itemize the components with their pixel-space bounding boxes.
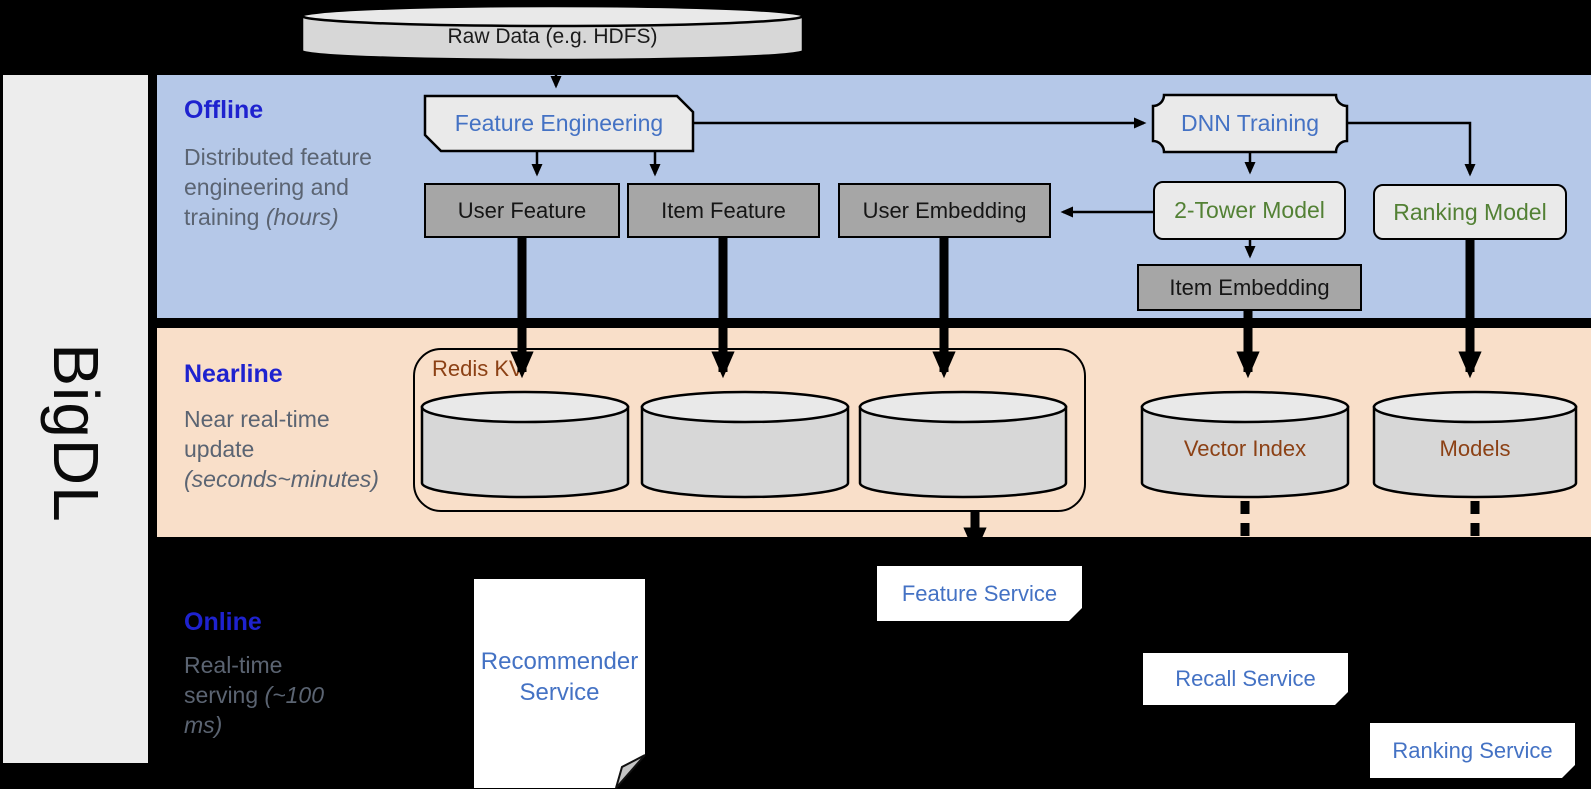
online-title: Online	[184, 608, 262, 636]
folded-corner-icon	[1562, 765, 1575, 778]
item-feature-label: Item Feature	[661, 197, 786, 223]
raw-data-label: Raw Data (e.g. HDFS)	[447, 25, 658, 48]
offline-description: Distributed feature engineering and trai…	[184, 142, 374, 232]
vector-index-store: Vector Index	[1140, 390, 1350, 500]
online-description-text: Real-time serving	[184, 652, 283, 708]
cylinder-icon	[300, 4, 805, 62]
feature-service-node: Feature Service	[877, 566, 1082, 621]
nearline-duration-note: (seconds~minutes)	[184, 466, 379, 492]
recall-service-label: Recall Service	[1175, 666, 1316, 691]
two-tower-model-label: 2-Tower Model	[1174, 197, 1325, 223]
online-description: Real-time serving (~100 ms)	[184, 650, 344, 740]
online-duration-note: (~100 ms)	[184, 682, 325, 738]
folded-corner-icon	[1335, 692, 1348, 705]
nearline-description-text: Near real-time update	[184, 406, 330, 462]
recommender-service-node: Recommender Service	[473, 578, 646, 789]
ranking-service-node: Ranking Service	[1370, 723, 1575, 778]
user-feature-label: User Feature	[457, 197, 587, 223]
plaque-shape-icon	[1151, 93, 1349, 154]
cylinder-icon	[1140, 390, 1350, 499]
feature-engineering-node: Feature Engineering	[423, 94, 695, 153]
item-embedding-node: Item Embedding	[1137, 264, 1362, 311]
nearline-description: Near real-time update (seconds~minutes)	[184, 404, 394, 494]
ranking-model-node: Ranking Model	[1373, 184, 1567, 240]
recall-service-node: Recall Service	[1143, 653, 1348, 705]
two-tower-model-node: 2-Tower Model	[1153, 181, 1346, 240]
cylinder-icon	[858, 390, 1068, 499]
offline-description-text: Distributed feature engineering and trai…	[184, 144, 372, 230]
redis-kv-label: Redis KV	[432, 356, 524, 381]
ranking-service-label: Ranking Service	[1392, 737, 1553, 763]
feature-engineering-label: Feature Engineering	[454, 110, 664, 136]
cylinder-icon	[1372, 390, 1578, 499]
raw-data-store: Raw Data (e.g. HDFS)	[300, 4, 805, 62]
redis-shard-cylinder	[858, 390, 1068, 500]
brand-rail: BigDL	[3, 75, 148, 763]
item-feature-node: Item Feature	[627, 183, 820, 238]
vector-index-label: Vector Index	[1183, 436, 1307, 461]
nearline-title: Nearline	[184, 360, 283, 388]
redis-shard-cylinder	[640, 390, 850, 500]
process-shape-icon	[423, 94, 695, 153]
cylinder-icon	[420, 390, 630, 499]
feature-service-label: Feature Service	[901, 580, 1058, 606]
models-store: Models	[1372, 390, 1578, 500]
ranking-model-label: Ranking Model	[1393, 198, 1547, 225]
offline-title: Offline	[184, 96, 264, 124]
recommender-service-label: Recommender Service	[480, 647, 639, 706]
document-icon	[474, 579, 646, 789]
brand-logo-text: BigDL	[39, 343, 112, 523]
user-embedding-node: User Embedding	[838, 183, 1051, 238]
redis-shard-cylinder	[420, 390, 630, 500]
offline-duration-note: (hours)	[265, 204, 339, 230]
folded-corner-icon	[1069, 608, 1082, 621]
user-embedding-label: User Embedding	[862, 197, 1027, 223]
user-feature-node: User Feature	[424, 183, 620, 238]
cylinder-icon	[640, 390, 850, 499]
redis-kv-group: Redis KV	[413, 348, 1086, 512]
dnn-training-node: DNN Training	[1151, 93, 1349, 154]
item-embedding-label: Item Embedding	[1169, 274, 1330, 300]
dnn-training-label: DNN Training	[1180, 110, 1320, 136]
models-label: Models	[1439, 436, 1511, 461]
